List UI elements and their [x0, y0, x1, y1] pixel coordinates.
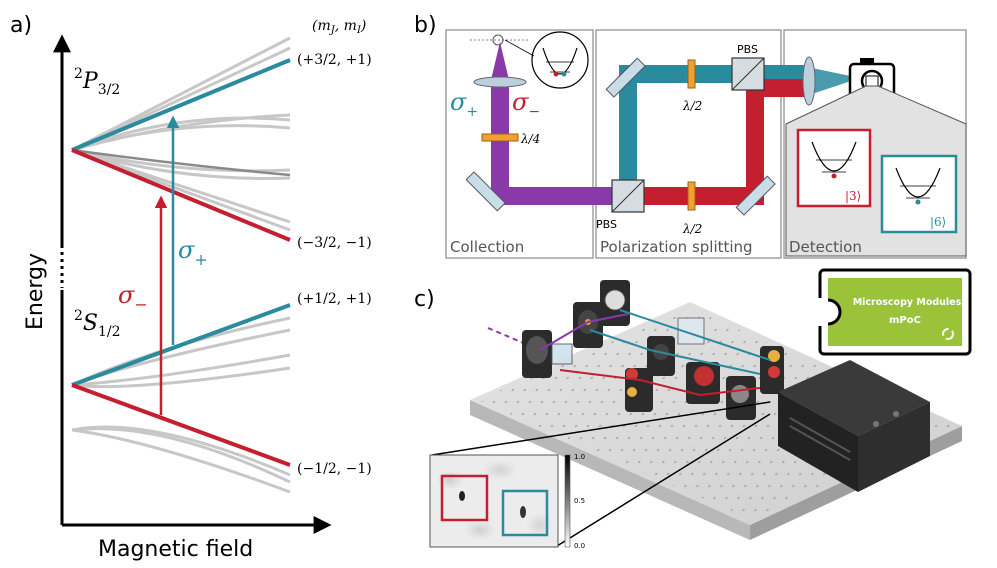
- half-wave-label-bottom: λ/2: [682, 222, 702, 236]
- quarter-wave-plate: [481, 133, 519, 142]
- module-subtitle: mPoC: [889, 315, 921, 326]
- field-axis-label: Magnetic field: [98, 537, 253, 562]
- collection-cone: [491, 42, 509, 80]
- zoom-line-top: [431, 401, 771, 456]
- panel-b: b) λ/4 σ+ σ− Collection PBS: [414, 13, 967, 259]
- detector-red-frame: [796, 128, 872, 208]
- collection-section-label: Collection: [450, 238, 524, 256]
- splitting-section-label: Polarization splitting: [600, 238, 753, 256]
- ket-teal-label: |6⟩: [930, 215, 946, 229]
- p-state-dark-line: [71, 148, 291, 177]
- camera-image: [429, 454, 559, 548]
- module-badge: [812, 268, 972, 356]
- colorbar: [564, 454, 571, 548]
- ket-red-label: |3⟩: [845, 189, 861, 203]
- ion-trap-inset: [531, 31, 589, 89]
- panel-c-beams: [539, 309, 771, 397]
- panel-c: c): [414, 268, 972, 550]
- p-state-teal-line: [71, 58, 291, 152]
- level-label-p-top: (+3/2, +1): [297, 52, 372, 68]
- camera-body: [778, 360, 930, 492]
- purple-beam: [491, 80, 628, 205]
- panel-a: a) Energy Magnetic field (mJ, mI): [10, 13, 372, 562]
- p-state-grey-lines: [71, 36, 291, 232]
- level-label-s-top: (+1/2, +1): [297, 291, 372, 307]
- inset-connector: [504, 39, 535, 57]
- breadboard-side: [470, 400, 750, 540]
- upper-state-label: 2P3/2: [74, 66, 120, 98]
- p-state-red-line: [71, 148, 291, 242]
- quantum-number-header: (mJ, mI): [312, 18, 366, 36]
- colorbar-tick-mid: 0.5: [574, 497, 585, 505]
- s-state-teal-line: [71, 303, 291, 387]
- half-wave-plate-top: [687, 59, 696, 89]
- half-wave-plate-bottom: [687, 181, 696, 211]
- ion-marker: [492, 34, 504, 46]
- level-label-p-bottom: (−3/2, −1): [297, 235, 372, 251]
- sigma-minus-b: σ−: [512, 88, 540, 120]
- zoom-line-bottom: [556, 413, 771, 547]
- collection-lens: [473, 76, 527, 88]
- splitting-mirror-top: [605, 57, 646, 98]
- s-state-red-line: [71, 383, 291, 467]
- module-title: Microscopy Modules: [853, 297, 962, 308]
- lower-state-label: 2S1/2: [74, 308, 121, 340]
- pbs-top-label: PBS: [737, 43, 758, 56]
- sigma-plus-label: σ+: [178, 236, 208, 269]
- detection-section-label: Detection: [789, 238, 862, 256]
- half-wave-label-top: λ/2: [682, 99, 702, 113]
- focused-beam: [812, 68, 860, 94]
- panel-a-label: a): [10, 13, 32, 38]
- refresh-icon: [942, 328, 954, 340]
- collection-mirror: [465, 171, 506, 212]
- sigma-minus-label: σ−: [118, 281, 148, 314]
- pbs-bottom-label: PBS: [596, 218, 617, 231]
- detection-lens: [802, 56, 816, 106]
- panel-c-label: c): [414, 287, 435, 312]
- level-label-s-bottom: (−1/2, −1): [297, 461, 372, 477]
- colorbar-tick-bottom: 0.0: [574, 542, 585, 550]
- splitting-mirror-bottom: [735, 175, 776, 216]
- quarter-wave-label: λ/4: [520, 132, 540, 146]
- energy-axis-label: Energy: [23, 253, 48, 330]
- colorbar-tick-top: 1.0: [574, 453, 585, 461]
- panel-b-label: b): [414, 13, 437, 38]
- detector-teal-frame: [880, 154, 958, 234]
